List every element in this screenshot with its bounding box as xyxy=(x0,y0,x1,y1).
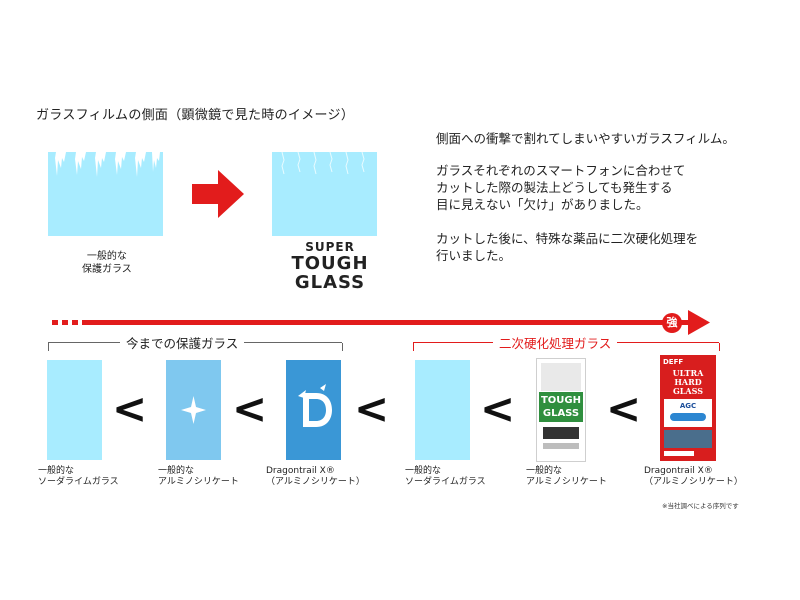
normal-glass-label: 一般的な 保護ガラス xyxy=(82,251,132,275)
soda-lime-tile-secondary xyxy=(415,360,470,460)
super-tough-glass-logo: SUPER TOUGH GLASS xyxy=(291,240,369,293)
description-line-1: 側面への衝撃で割れてしまいやすいガラスフィルム。 xyxy=(436,131,735,146)
package-window xyxy=(541,363,581,391)
package-band: TOUGH GLASS xyxy=(539,392,583,422)
less-than-5: < xyxy=(606,384,642,433)
description-line-3: カットした後に、特殊な薬品に二次硬化処理を 行いました。 xyxy=(436,231,699,263)
dragontrail-badge-icon xyxy=(670,413,706,421)
description-line-2: ガラスそれぞれのスマートフォンに合わせて カットした際の製法上どうしても発生する… xyxy=(436,163,686,212)
page-title: ガラスフィルムの側面（顕微鏡で見た時のイメージ） xyxy=(36,108,355,123)
ultra-hard-title: ULTRA HARD GLASS xyxy=(672,368,704,396)
sparkle-icon xyxy=(181,396,206,424)
strength-badge: 強 xyxy=(662,313,682,333)
item-label-3: Dragontrail X® （アルミノシリケート） xyxy=(266,466,365,487)
less-than-2: < xyxy=(232,384,268,433)
item-label-6: Dragontrail X® （アルミノシリケート） xyxy=(644,466,743,487)
normal-glass-cross-section xyxy=(48,152,163,236)
aluminosilicate-tile xyxy=(166,360,221,460)
item-label-4: 一般的な ソーダライムガラス xyxy=(405,466,486,487)
item-label-1: 一般的な ソーダライムガラス xyxy=(38,466,119,487)
item-label-5: 一般的な アルミノシリケート xyxy=(526,466,607,487)
previous-group-label: 今までの保護ガラス xyxy=(120,333,245,352)
ultra-hard-glass-package: DEFF ULTRA HARD GLASS AGC xyxy=(660,355,716,461)
footnote: ※当社調べによる序列です xyxy=(662,502,739,510)
agc-panel: AGC xyxy=(664,399,712,427)
less-than-3: < xyxy=(354,384,390,433)
secondary-group-label: 二次硬化処理ガラス xyxy=(493,333,618,352)
soda-lime-tile xyxy=(47,360,102,460)
less-than-1: < xyxy=(112,384,148,433)
item-label-2: 一般的な アルミノシリケート xyxy=(158,466,239,487)
strength-arrow xyxy=(52,310,710,335)
tough-glass-package: TOUGH GLASS xyxy=(536,358,586,462)
less-than-4: < xyxy=(480,384,516,433)
chip-marks xyxy=(55,152,160,177)
package-info-strip-2 xyxy=(664,451,694,456)
package-photo xyxy=(664,430,712,448)
arrow-right-icon xyxy=(192,170,244,218)
dragon-logo-icon xyxy=(298,384,332,427)
hairline-marks xyxy=(281,152,365,175)
package-info-strip xyxy=(543,443,579,449)
tough-glass-cross-section xyxy=(272,152,377,236)
dragontrail-tile xyxy=(286,360,341,460)
package-phone-image xyxy=(543,427,579,439)
